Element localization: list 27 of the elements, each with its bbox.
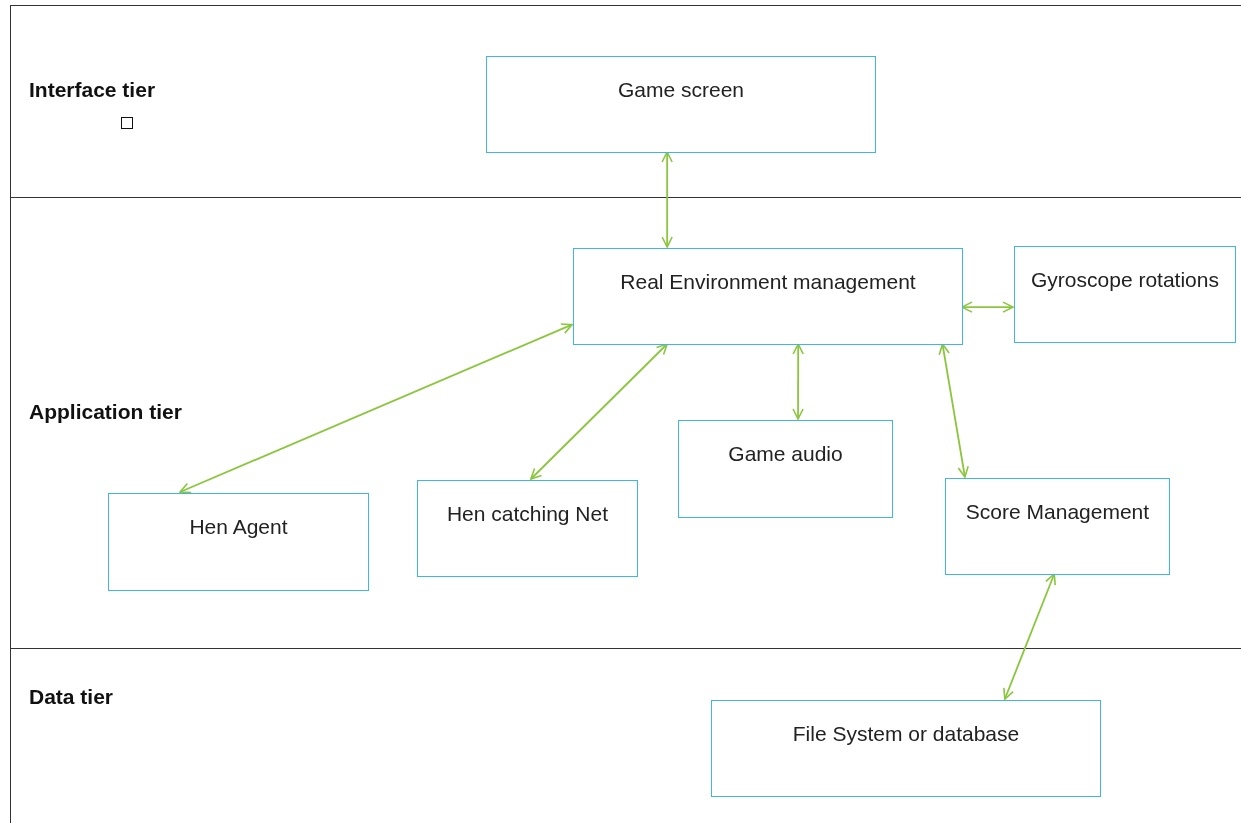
component-label: Hen Agent — [189, 514, 288, 540]
tier-label: Interface tier — [29, 78, 156, 102]
tier-label: Data tier — [29, 685, 114, 709]
component-label: Gyroscope rotations — [1031, 267, 1219, 293]
component-label: Score Management — [965, 499, 1150, 525]
component-box — [678, 420, 893, 518]
component-label: Real Environment management — [620, 269, 916, 295]
component-box — [711, 700, 1101, 797]
tier-label: Application tier — [29, 400, 182, 424]
component-label: Hen catching Net — [446, 501, 609, 527]
component-label: File System or database — [792, 721, 1020, 747]
arrow — [1003, 573, 1056, 700]
component-box — [945, 478, 1170, 575]
tier-band — [10, 5, 1241, 198]
component-label: Game screen — [617, 77, 745, 103]
arrow — [179, 323, 573, 494]
component-box — [417, 480, 638, 577]
component-box — [486, 56, 876, 153]
component-label: Game audio — [728, 441, 843, 467]
arrow — [661, 151, 673, 248]
arrow — [961, 301, 1014, 313]
component-box — [573, 248, 963, 345]
component-box — [108, 493, 369, 591]
arrow — [792, 343, 804, 420]
component-box — [1014, 246, 1236, 343]
arrow — [938, 343, 969, 478]
arrow — [530, 343, 669, 480]
